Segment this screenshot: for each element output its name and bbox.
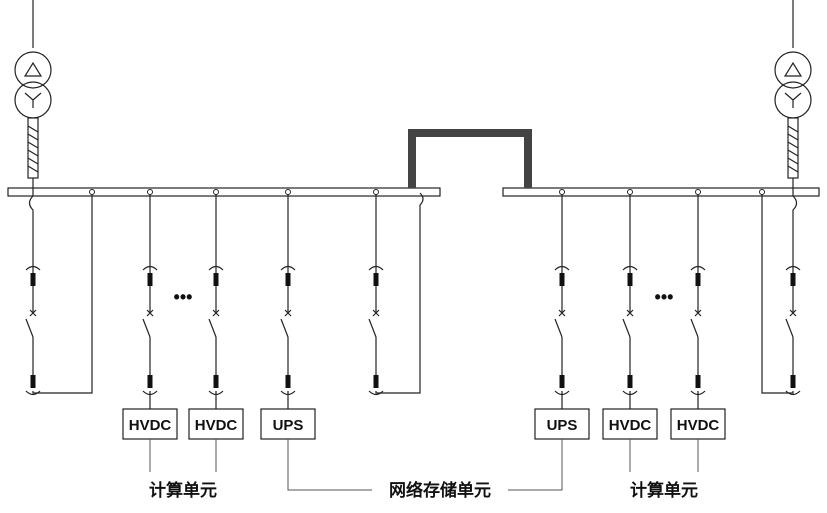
feeder-left-incoming xyxy=(25,195,93,396)
module-box: HVDC xyxy=(670,408,726,440)
module-box: HVDC xyxy=(188,408,244,440)
ellipsis-right: ••• xyxy=(655,287,674,307)
feeder-right-1 xyxy=(554,195,570,409)
feeder-left-3 xyxy=(280,195,296,409)
feeder-left-2 xyxy=(208,195,224,409)
feeder-left-loop xyxy=(368,192,424,396)
module-label: HVDC xyxy=(677,417,720,434)
bus-taps xyxy=(89,189,765,195)
module-label: HVDC xyxy=(609,417,652,434)
module-box: UPS xyxy=(260,408,316,440)
module-label: UPS xyxy=(547,417,578,434)
busbar-right xyxy=(502,187,820,197)
ellipsis-left: ••• xyxy=(174,287,193,307)
busbar-left xyxy=(7,187,441,197)
bus-tie-line xyxy=(408,129,532,188)
transformer-left-icon xyxy=(14,0,52,179)
module-label: HVDC xyxy=(195,417,238,434)
feeder-right-3 xyxy=(690,195,706,409)
feeder-right-incoming xyxy=(761,195,801,396)
feeder-right-2 xyxy=(622,195,638,409)
module-label: HVDC xyxy=(129,417,172,434)
label-compute-left: 计算单元 xyxy=(149,480,217,501)
module-box: HVDC xyxy=(122,408,178,440)
module-label: UPS xyxy=(273,417,304,434)
transformer-right-icon xyxy=(774,0,812,179)
feeder-left-1 xyxy=(142,195,158,409)
module-box: UPS xyxy=(534,408,590,440)
module-box: HVDC xyxy=(602,408,658,440)
leader-lines xyxy=(149,439,699,491)
label-compute-right: 计算单元 xyxy=(630,480,698,501)
label-network-storage: 网络存储单元 xyxy=(389,480,491,501)
